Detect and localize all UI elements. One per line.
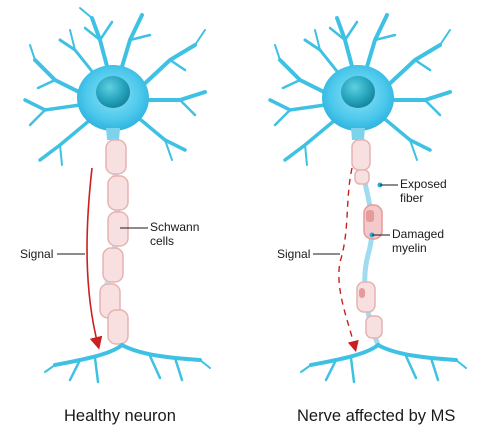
ms-signal-arrow [339,168,355,348]
schwann-label-line2: cells [150,235,174,248]
healthy-signal-arrow [87,168,98,345]
healthy-axon-terminal [45,345,210,382]
ms-signal-label: Signal [277,248,310,261]
healthy-myelin-sheath [100,140,128,344]
ms-axon-terminal [301,345,466,382]
healthy-caption: Healthy neuron [64,407,176,425]
healthy-signal-label: Signal [20,248,53,261]
healthy-nucleus [96,76,130,108]
ms-nucleus [341,76,375,108]
exposed-label-line1: Exposed [400,178,447,191]
exposed-label-line2: fiber [400,192,423,205]
ms-neuron [270,15,466,382]
healthy-neuron [25,8,210,382]
ms-axon-hillock [351,128,365,140]
ms-myelin-sheath [352,140,382,338]
ms-caption: Nerve affected by MS [297,407,455,425]
damaged-label-line2: myelin [392,242,427,255]
schwann-label-line1: Schwann [150,221,199,234]
healthy-axon-hillock [106,128,120,140]
damaged-label-line1: Damaged [392,228,444,241]
